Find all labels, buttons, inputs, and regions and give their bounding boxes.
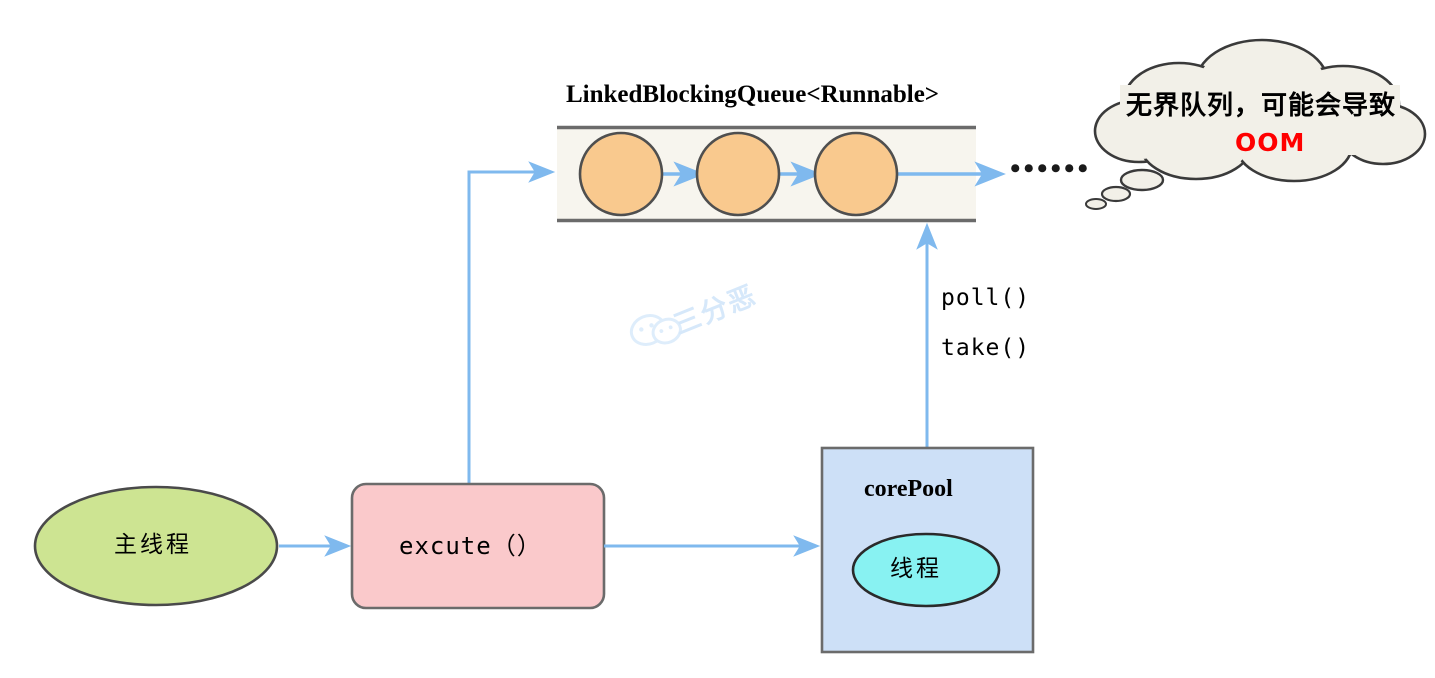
queue-op-take-label: take() [941, 335, 1031, 361]
queue-op-poll-label: poll() [941, 285, 1031, 311]
thread-ellipse [851, 532, 1001, 608]
queue-task-circle [695, 131, 781, 217]
cloud-warning-line1: 无界队列，可能会导致 [1126, 91, 1397, 121]
thought-tail-bubble-small [1085, 198, 1107, 210]
queue-title: LinkedBlockingQueue<Runnable> [566, 81, 940, 108]
thought-cloud [1085, 38, 1427, 210]
excute-label: excute（） [399, 532, 542, 560]
thought-tail-bubble-medium [1100, 185, 1132, 203]
thread-label: 线程 [890, 556, 942, 582]
queue-task-circle [813, 131, 899, 217]
wechat-logo-icon [629, 314, 682, 346]
cloud-warning-oom: OOM [1235, 128, 1306, 157]
main-thread-ellipse [33, 485, 279, 607]
main-thread-label: 主线程 [114, 532, 192, 558]
queue-overflow-dots: •••••• [1010, 152, 1092, 185]
thought-tail-bubble-large [1119, 168, 1165, 192]
corepool-label: corePool [864, 476, 953, 502]
arrow-excute-to-queue [467, 161, 556, 606]
queue-task-circle [578, 131, 664, 217]
